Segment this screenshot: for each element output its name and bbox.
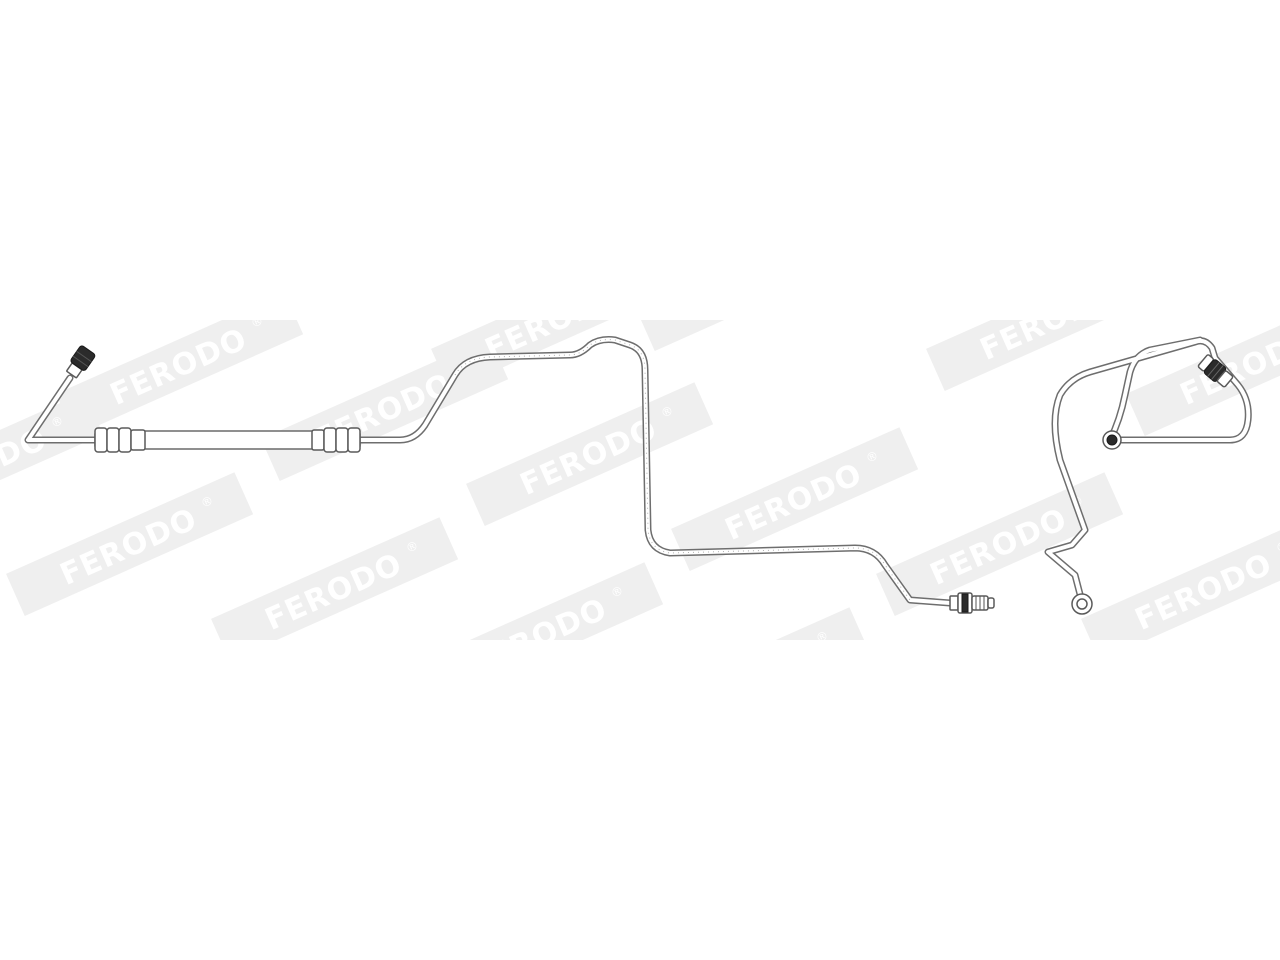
watermark-registered-mark: ®: [864, 448, 881, 466]
watermark-text: FERODO: [670, 637, 818, 728]
watermark-band: [56, 320, 304, 436]
watermark-band: [431, 320, 679, 391]
watermark-registered-mark: ®: [1119, 268, 1136, 286]
watermark-tile: FERODO®: [211, 517, 459, 640]
watermark-band: [621, 607, 869, 640]
watermark-registered-mark: ®: [829, 228, 846, 246]
watermark-band: [0, 392, 104, 536]
brake-pipe-secondary: [1044, 336, 1252, 615]
watermark-tile: FERODO®: [416, 562, 664, 640]
watermark-band: [211, 517, 459, 640]
secondary-pipe-bore: [1046, 338, 1251, 604]
watermark-registered-mark: ®: [814, 628, 831, 646]
brake-pipe-main: [24, 336, 995, 614]
watermark-registered-mark: ®: [659, 403, 676, 421]
watermark-tile: FERODO®: [636, 228, 884, 351]
secondary-end-fitting-top: [1197, 354, 1234, 388]
watermark-registered-mark: ®: [249, 313, 266, 331]
watermark-band: [416, 562, 664, 640]
union-fitting: [1102, 430, 1122, 450]
watermark-text: FERODO: [875, 682, 1023, 773]
watermark-tile: FERODO®: [431, 268, 679, 391]
pipe-coating: [454, 339, 911, 601]
watermark-tile: FERODO®: [1081, 517, 1280, 640]
watermark-tile: FERODO®: [621, 607, 869, 728]
secondary-end-fitting-bottom: [1071, 593, 1093, 615]
watermark-registered-mark: ®: [49, 413, 66, 431]
watermark-band: [671, 427, 919, 571]
watermark-registered-mark: ®: [609, 583, 626, 601]
hose-crimp-left: [94, 427, 146, 453]
watermark-band: [6, 472, 254, 616]
watermark-registered-mark: ®: [624, 268, 641, 286]
watermark-band: [926, 320, 1174, 391]
watermark-registered-mark: ®: [1019, 673, 1036, 691]
watermark-registered-mark: ®: [199, 493, 216, 511]
watermark-layer: FERODO®FERODO®FERODO®FERODO®FERODO®FEROD…: [0, 228, 1280, 796]
watermark-tile: FERODO®: [0, 392, 104, 536]
pipe-end-fitting-left: [66, 345, 96, 379]
watermark-band: [1126, 320, 1280, 436]
pipe-end-fitting-right: [949, 592, 995, 614]
watermark-band: [826, 652, 1073, 796]
watermark-band: [1081, 517, 1280, 640]
watermark-registered-mark: ®: [404, 538, 421, 556]
hose-crimp-right: [311, 427, 361, 453]
watermark-tile: FERODO®: [826, 652, 1073, 796]
watermark-text: FERODO: [685, 237, 833, 328]
watermark-tile: FERODO®: [466, 382, 714, 526]
watermark-band: [466, 382, 714, 526]
watermark-band: [636, 320, 884, 351]
watermark-tile: FERODO®: [926, 268, 1174, 391]
watermark-registered-mark: ®: [1274, 538, 1280, 556]
watermark-band: [876, 472, 1124, 616]
watermark-tile: FERODO®: [6, 472, 254, 616]
